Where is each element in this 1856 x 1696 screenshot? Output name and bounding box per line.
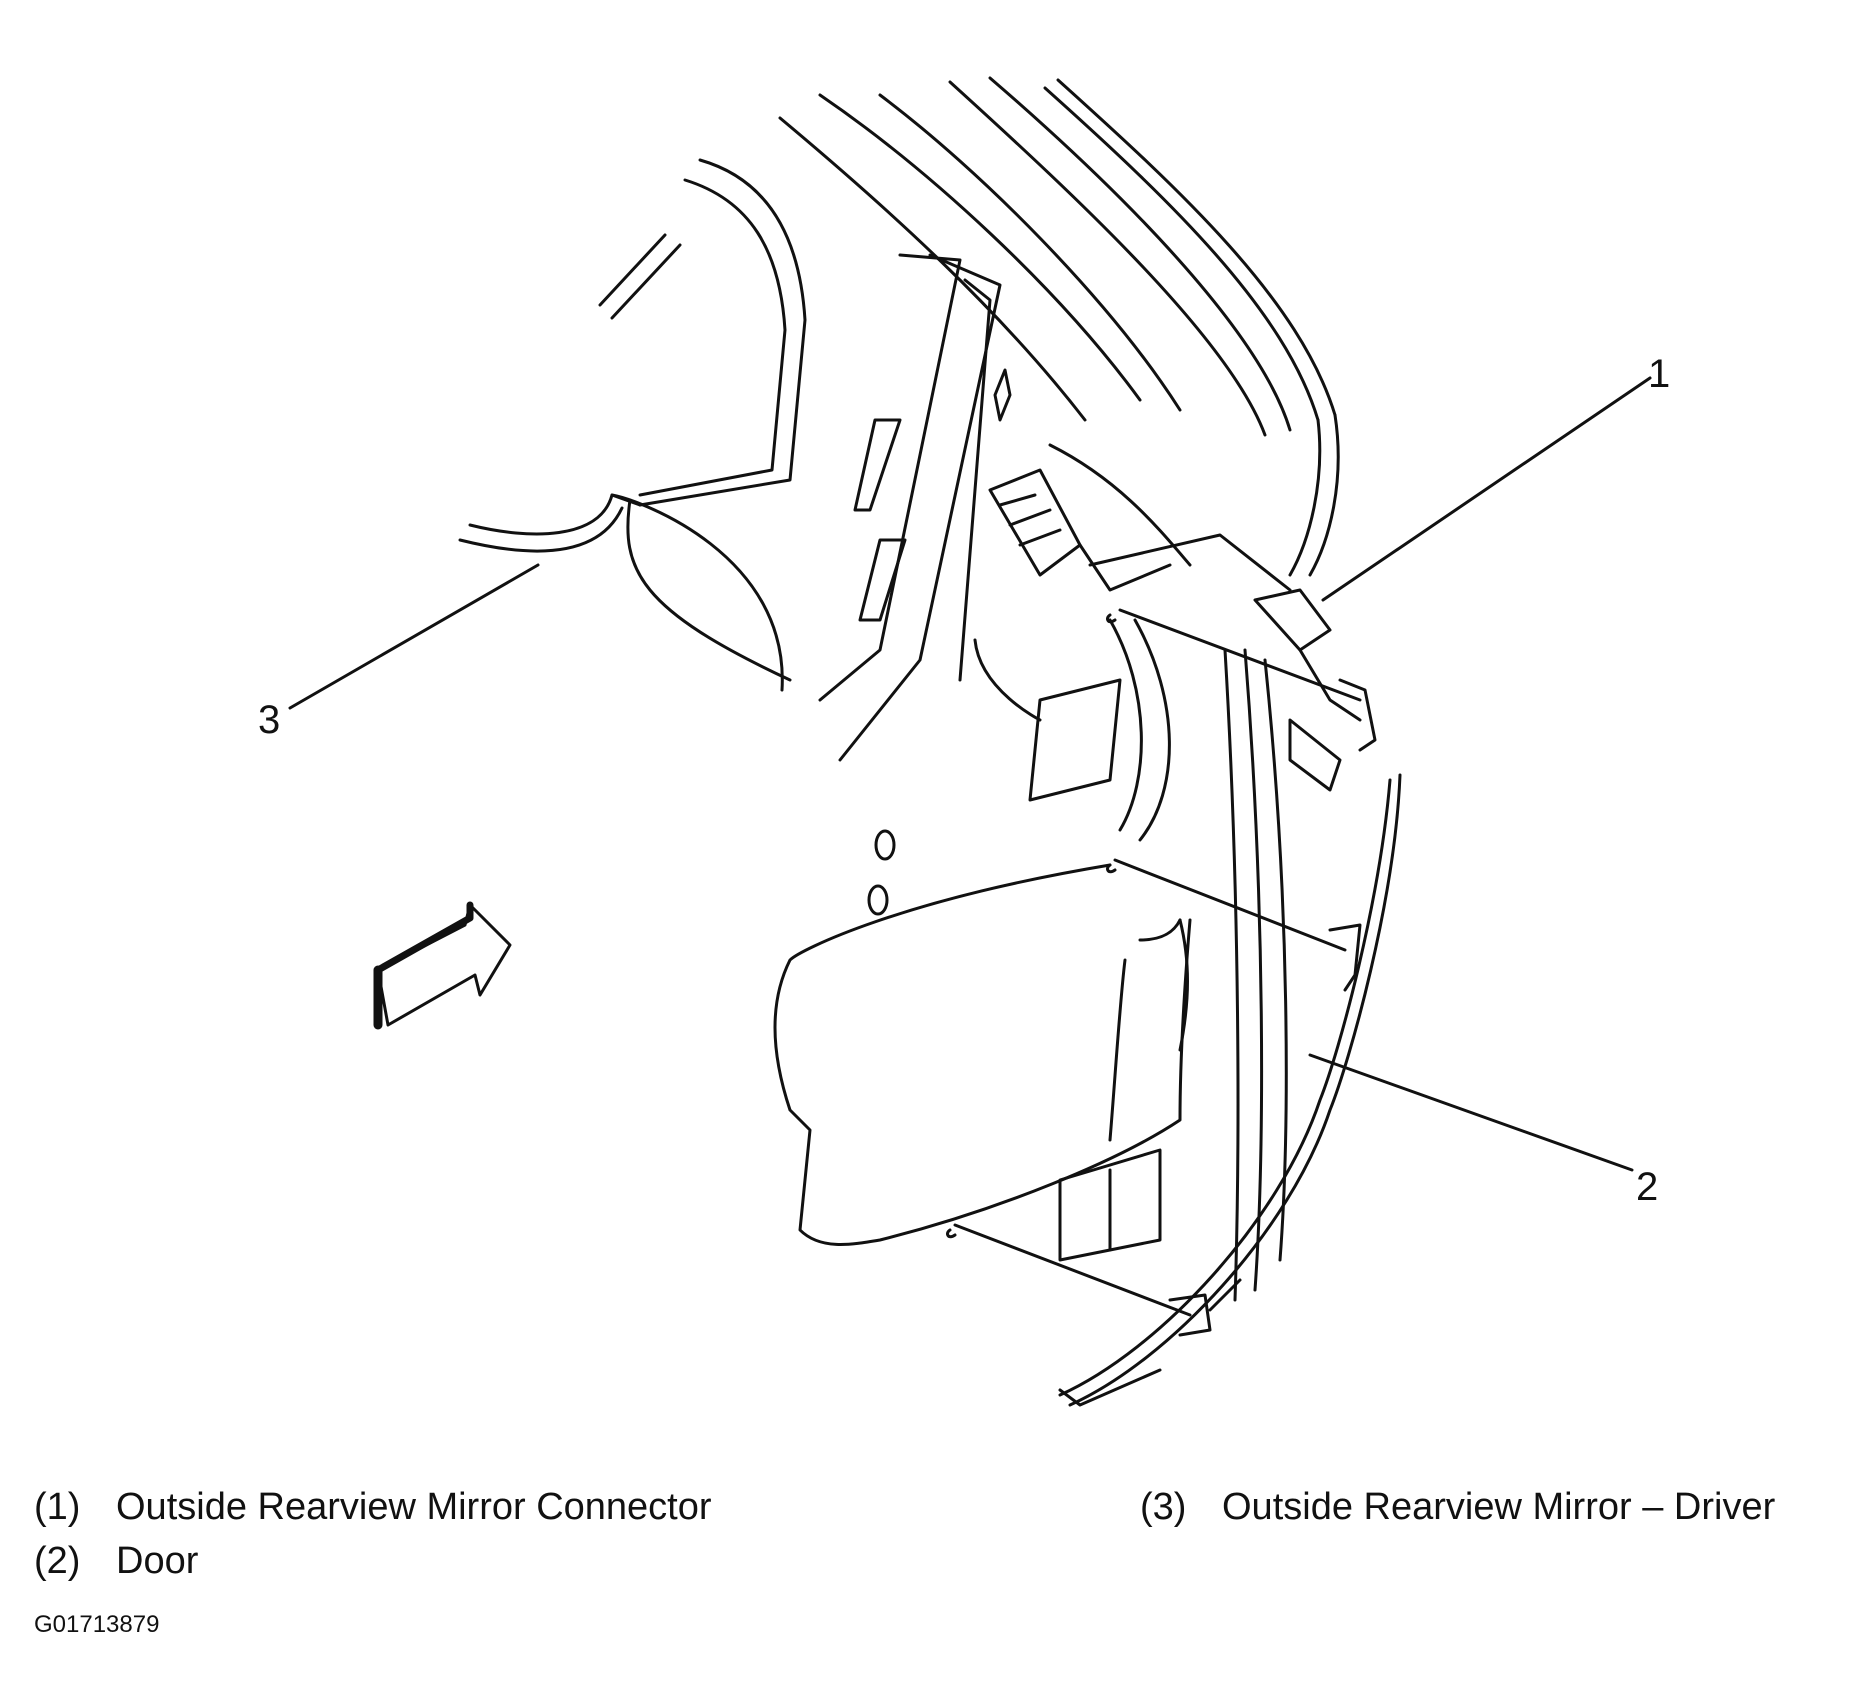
legend-item-2: (2) Door [34, 1540, 198, 1583]
harness-connector-drawing [988, 468, 1377, 752]
leader-line-3 [288, 563, 540, 710]
leader-line-2 [1308, 1053, 1634, 1172]
window-frame [458, 158, 807, 692]
door-panel [1028, 618, 1402, 1407]
view-direction-arrow [373, 901, 512, 1030]
callout-number-2: 2 [1636, 1165, 1659, 1209]
door-mirror-line-drawing [288, 76, 1652, 1407]
fasteners [946, 608, 1362, 1337]
legend-item-2-number: (2) [34, 1540, 81, 1582]
legend-item-2-label: Door [116, 1540, 199, 1582]
a-pillar-lines [778, 76, 1340, 577]
legend-item-3-number: (3) [1140, 1486, 1187, 1528]
legend-item-1-label: Outside Rearview Mirror Connector [116, 1486, 712, 1528]
callout-number-3: 3 [258, 698, 281, 742]
door-frame [818, 253, 1292, 762]
figure-id: G01713879 [34, 1611, 160, 1638]
legend-item-3: (3) Outside Rearview Mirror – Driver [1140, 1486, 1775, 1529]
door-trim [773, 718, 1342, 1262]
legend-item-1-number: (1) [34, 1486, 81, 1528]
leader-line-1 [1321, 376, 1652, 602]
callout-number-1: 1 [1648, 352, 1671, 396]
legend-item-3-label: Outside Rearview Mirror – Driver [1222, 1486, 1776, 1528]
body-holes [867, 829, 896, 916]
legend-item-1: (1) Outside Rearview Mirror Connector [34, 1486, 712, 1529]
